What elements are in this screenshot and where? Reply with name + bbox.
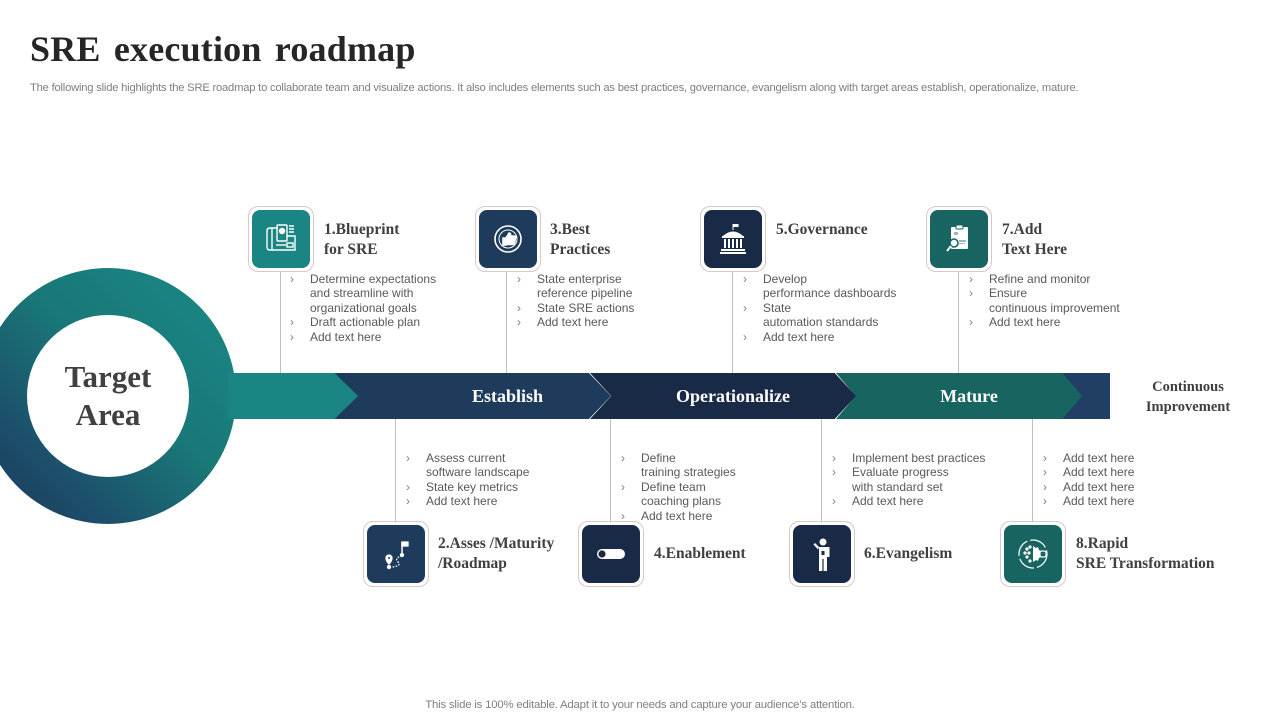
connector-line [821, 419, 822, 522]
bullet-item: Define team coaching plans [621, 480, 736, 509]
step-8-bullets: Add text here Add text here Add text her… [1043, 451, 1134, 509]
target-area-circle: Target Area [27, 315, 189, 477]
gear-transformation-icon [1004, 525, 1062, 583]
step-2-icon-box [363, 521, 429, 587]
bullet-item: Add text here [517, 315, 634, 330]
bullet-item: Refine and monitor [969, 272, 1120, 287]
step-5-title: 5.Governance [776, 221, 868, 238]
connector-line [1032, 419, 1033, 522]
connector-line [610, 419, 611, 522]
bullet-item: Develop performance dashboards [743, 272, 896, 301]
bullet-item: Add text here [1043, 494, 1134, 509]
bullet-item: Add text here [1043, 465, 1134, 480]
phase-establish: Establish [334, 373, 611, 419]
best-practice-badge-icon [479, 210, 537, 268]
step-2-bullets: Assess current software landscape State … [406, 451, 529, 509]
target-area-label: Target Area [64, 359, 152, 432]
step-3-icon-box [475, 206, 541, 272]
step-6-bullets: Implement best practices Evaluate progre… [832, 451, 985, 509]
phase-label: Operationalize [676, 385, 790, 406]
step-7-bullets: Refine and monitor Ensure continuous imp… [969, 272, 1120, 330]
target-area-ring: Target Area [0, 268, 236, 524]
connector-line [732, 272, 733, 373]
step-4-bullets: Define training strategies Define team c… [621, 451, 736, 523]
page-title: SRE execution roadmap [30, 29, 416, 69]
step-2-title: 2.Asses /Maturity/Roadmap [438, 535, 555, 572]
step-8-icon-box [1000, 521, 1066, 587]
bullet-item: Implement best practices [832, 451, 985, 466]
page-subtitle: The following slide highlights the SRE r… [30, 82, 1079, 94]
bullet-item: Draft actionable plan [290, 315, 436, 330]
connector-line [280, 272, 281, 373]
bullet-item: Add text here [743, 330, 896, 345]
footer-note: This slide is 100% editable. Adapt it to… [425, 699, 855, 711]
step-4-icon-box [578, 521, 644, 587]
phase-mature: Mature [836, 373, 1082, 419]
presenter-icon [793, 525, 851, 583]
connector-line [395, 419, 396, 522]
bullet-item: Add text here [832, 494, 985, 509]
bullet-item: Assess current software landscape [406, 451, 529, 480]
step-7-icon-box [926, 206, 992, 272]
bullet-item: State SRE actions [517, 301, 634, 316]
step-5-icon-box [700, 206, 766, 272]
phase-label: Mature [940, 385, 998, 406]
bullet-item: Add text here [406, 494, 529, 509]
bullet-item: Ensure continuous improvement [969, 286, 1120, 315]
bullet-item: State enterprise reference pipeline [517, 272, 634, 301]
bullet-item: Evaluate progress with standard set [832, 465, 985, 494]
connector-line [506, 272, 507, 373]
phase-operationalize: Operationalize [590, 373, 856, 419]
toggle-icon [582, 525, 640, 583]
clipboard-search-icon [930, 210, 988, 268]
bullet-item: Add text here [290, 330, 436, 345]
step-3-bullets: State enterprise reference pipeline Stat… [517, 272, 634, 330]
bullet-item: State automation standards [743, 301, 896, 330]
government-building-icon [704, 210, 762, 268]
blueprint-icon [252, 210, 310, 268]
bullet-item: Define training strategies [621, 451, 736, 480]
step-6-icon-box [789, 521, 855, 587]
phase-label: Establish [471, 385, 544, 406]
step-1-icon-box [248, 206, 314, 272]
bullet-item: Add text here [1043, 480, 1134, 495]
bullet-item: Add text here [621, 509, 736, 524]
bullet-item: Add text here [1043, 451, 1134, 466]
connector-line [958, 272, 959, 373]
bullet-item: State key metrics [406, 480, 529, 495]
step-5-bullets: Develop performance dashboards State aut… [743, 272, 896, 344]
step-1-bullets: Determine expectations and streamline wi… [290, 272, 436, 344]
roadmap-pin-icon [367, 525, 425, 583]
bullet-item: Determine expectations and streamline wi… [290, 272, 436, 315]
step-4-title: 4.Enablement [654, 545, 746, 562]
band-connector [228, 373, 358, 419]
bullet-item: Add text here [969, 315, 1120, 330]
step-6-title: 6.Evangelism [864, 545, 953, 562]
